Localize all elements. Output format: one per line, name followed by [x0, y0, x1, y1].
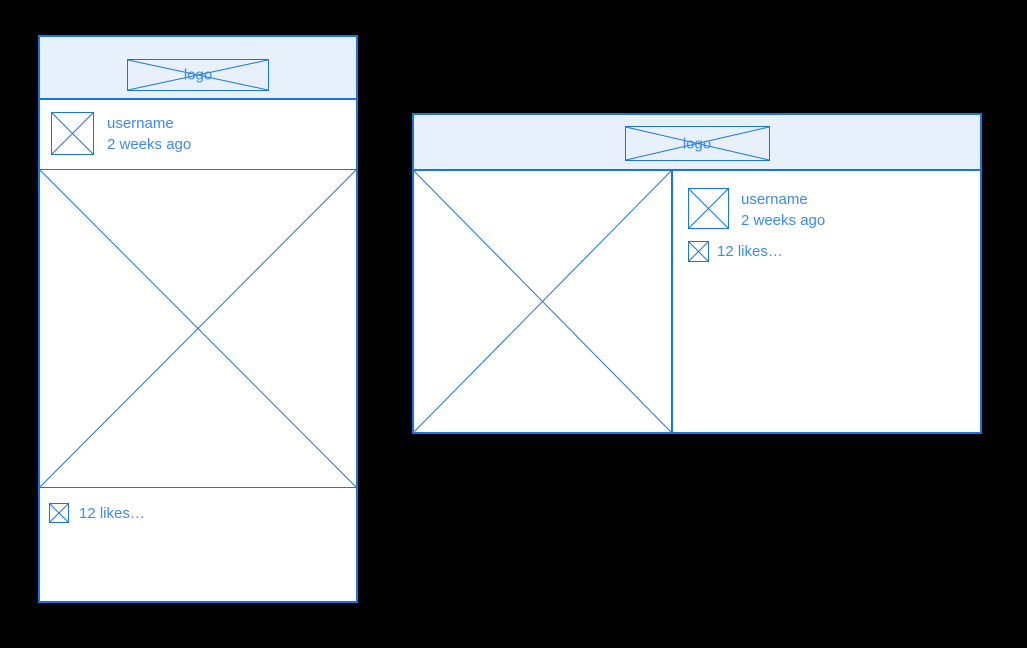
- mobile-user-meta: username 2 weeks ago: [107, 112, 191, 155]
- photo-placeholder: [40, 170, 356, 488]
- placeholder-cross-icon: [52, 113, 93, 154]
- likes-icon-placeholder: [49, 503, 69, 523]
- landscape-user-row: username 2 weeks ago: [688, 188, 980, 231]
- placeholder-cross-icon: [689, 242, 708, 261]
- likes-label: 12 likes…: [717, 243, 783, 260]
- landscape-header: logo: [414, 115, 980, 171]
- mobile-likes-row: 12 likes…: [40, 488, 356, 523]
- wireframe-card-landscape: logo usern: [412, 113, 982, 434]
- placeholder-cross-icon: [689, 189, 728, 228]
- landscape-likes-row: 12 likes…: [688, 241, 980, 262]
- landscape-content: username 2 weeks ago 12 likes…: [414, 171, 980, 432]
- timestamp-label: 2 weeks ago: [107, 136, 192, 153]
- username-label: username: [741, 191, 808, 208]
- logo-label: logo: [183, 66, 213, 84]
- photo-placeholder: [414, 171, 673, 432]
- avatar-placeholder: [688, 188, 729, 229]
- timestamp-label: 2 weeks ago: [741, 212, 826, 229]
- logo-placeholder: logo: [624, 126, 770, 161]
- landscape-user-meta: username 2 weeks ago: [741, 188, 825, 231]
- mobile-header: logo: [40, 37, 356, 100]
- placeholder-cross-icon: [128, 60, 268, 90]
- logo-label: logo: [682, 135, 712, 152]
- avatar-placeholder: [51, 112, 94, 155]
- wireframe-card-mobile: logo username 2 weeks ago: [38, 35, 358, 603]
- placeholder-cross-icon: [626, 127, 769, 160]
- placeholder-cross-icon: [414, 171, 671, 432]
- placeholder-cross-icon: [40, 170, 356, 487]
- likes-icon-placeholder: [688, 241, 709, 262]
- placeholder-cross-icon: [50, 504, 68, 522]
- username-label: username: [107, 115, 174, 132]
- likes-label: 12 likes…: [79, 504, 145, 522]
- mobile-user-row: username 2 weeks ago: [40, 100, 356, 170]
- logo-placeholder: logo: [127, 59, 269, 91]
- landscape-side-column: username 2 weeks ago 12 likes…: [673, 171, 980, 432]
